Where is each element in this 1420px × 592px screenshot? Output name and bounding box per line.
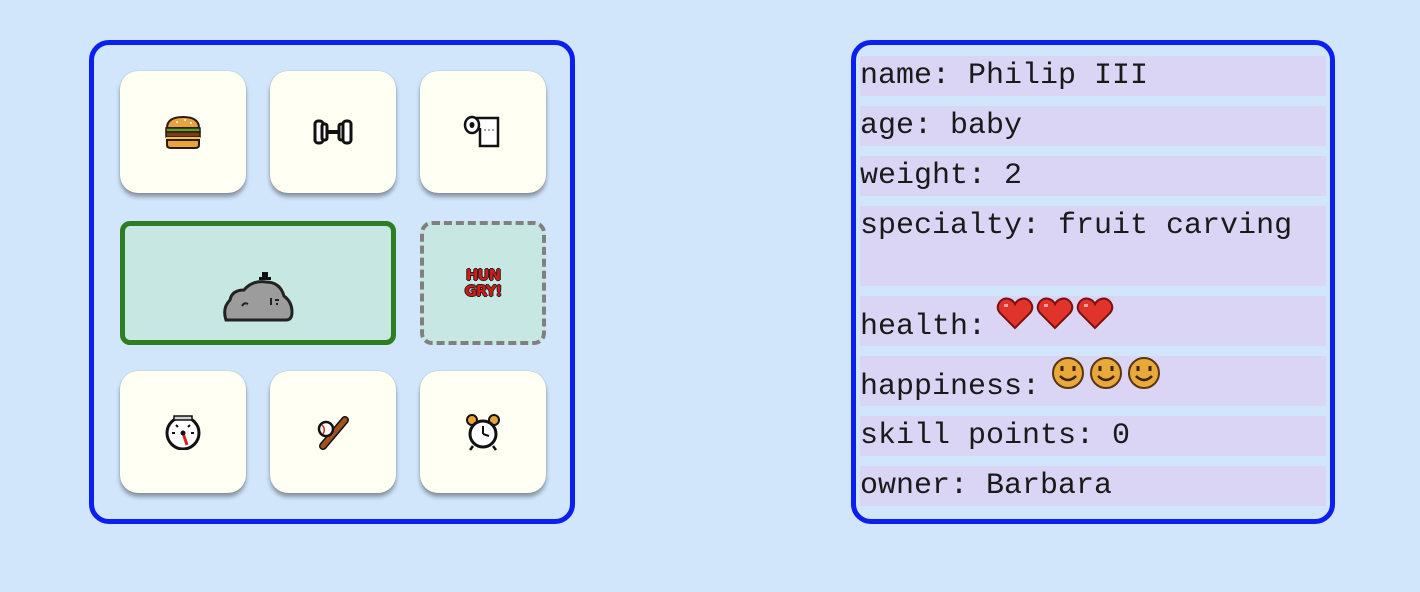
- hungry-status-text: HUN GRY!: [464, 266, 503, 300]
- pet-display-area: [120, 221, 396, 345]
- baseball-bat-icon: [317, 416, 349, 450]
- pet-happiness: happiness:: [860, 356, 1326, 406]
- heart-icon: [1076, 297, 1114, 330]
- smiley-face-icon: [1090, 357, 1123, 389]
- pet-name: name: Philip III: [860, 56, 1326, 96]
- controls-panel: HUN GRY!: [89, 40, 575, 524]
- alarm-clock-icon: [466, 414, 500, 451]
- smiley-face-icon: [1128, 357, 1161, 389]
- health-label: health:: [860, 310, 987, 344]
- happiness-label: happiness:: [860, 370, 1041, 404]
- pet-weight: weight: 2: [860, 156, 1326, 196]
- pet-age: age: baby: [860, 106, 1326, 146]
- hungry-status-box: HUN GRY!: [420, 221, 546, 345]
- exercise-button[interactable]: [270, 71, 396, 193]
- stats-button[interactable]: [120, 371, 246, 493]
- status-line-1: HUN: [465, 266, 501, 284]
- status-line-2: GRY!: [464, 282, 503, 300]
- pet-specialty: specialty: fruit carving: [860, 206, 1326, 286]
- clean-button[interactable]: [420, 71, 546, 193]
- pet-health: health:: [860, 296, 1326, 346]
- health-hearts: [996, 296, 1114, 330]
- gauge-icon: [165, 415, 201, 450]
- heart-icon: [1036, 297, 1074, 330]
- smiley-face-icon: [1052, 357, 1085, 389]
- sleep-button[interactable]: [420, 371, 546, 493]
- pet-owner: owner: Barbara: [860, 466, 1326, 506]
- pet-stats-panel: name: Philip III age: baby weight: 2 spe…: [851, 40, 1335, 524]
- pet-skill-points: skill points: 0: [860, 416, 1326, 456]
- happiness-faces: [1050, 356, 1162, 390]
- burger-icon: [165, 115, 201, 149]
- toilet-paper-icon: [463, 115, 500, 148]
- heart-icon: [996, 297, 1034, 330]
- gray-blob-pet-icon: [223, 272, 294, 322]
- dumbbell-icon: [313, 119, 353, 145]
- feed-button[interactable]: [120, 71, 246, 193]
- play-button[interactable]: [270, 371, 396, 493]
